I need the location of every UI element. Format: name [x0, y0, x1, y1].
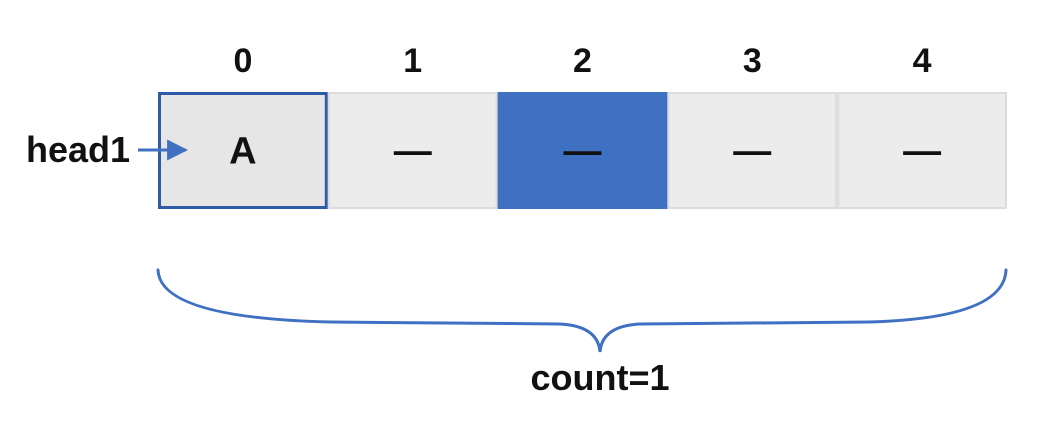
index-label-2: 2 — [573, 42, 592, 80]
cell-value: A — [229, 131, 256, 173]
cell-box — [327, 92, 498, 209]
count-brace: count=1 — [156, 268, 1008, 398]
brace-shape — [156, 268, 1008, 353]
index-label-4: 4 — [913, 42, 932, 80]
array-cell-2: — — [497, 92, 668, 209]
index-labels: 0 1 2 3 4 — [233, 42, 931, 80]
cell-value: — — [733, 131, 771, 173]
head-pointer: head1 — [26, 129, 189, 170]
cell-box — [667, 92, 838, 209]
array-cells: A — — — — — [158, 92, 1008, 209]
count-label: count=1 — [530, 357, 669, 398]
index-label-3: 3 — [743, 42, 762, 80]
cell-box — [837, 92, 1008, 209]
array-cell-1: — — [327, 92, 498, 209]
cell-value: — — [903, 131, 941, 173]
index-label-0: 0 — [233, 42, 252, 80]
array-cell-4: — — [837, 92, 1008, 209]
array-cell-3: — — [667, 92, 838, 209]
cell-value: — — [564, 131, 602, 173]
index-label-1: 1 — [403, 42, 422, 80]
cell-value: — — [394, 131, 432, 173]
pointer-label: head1 — [26, 129, 130, 170]
cell-box — [497, 92, 668, 209]
